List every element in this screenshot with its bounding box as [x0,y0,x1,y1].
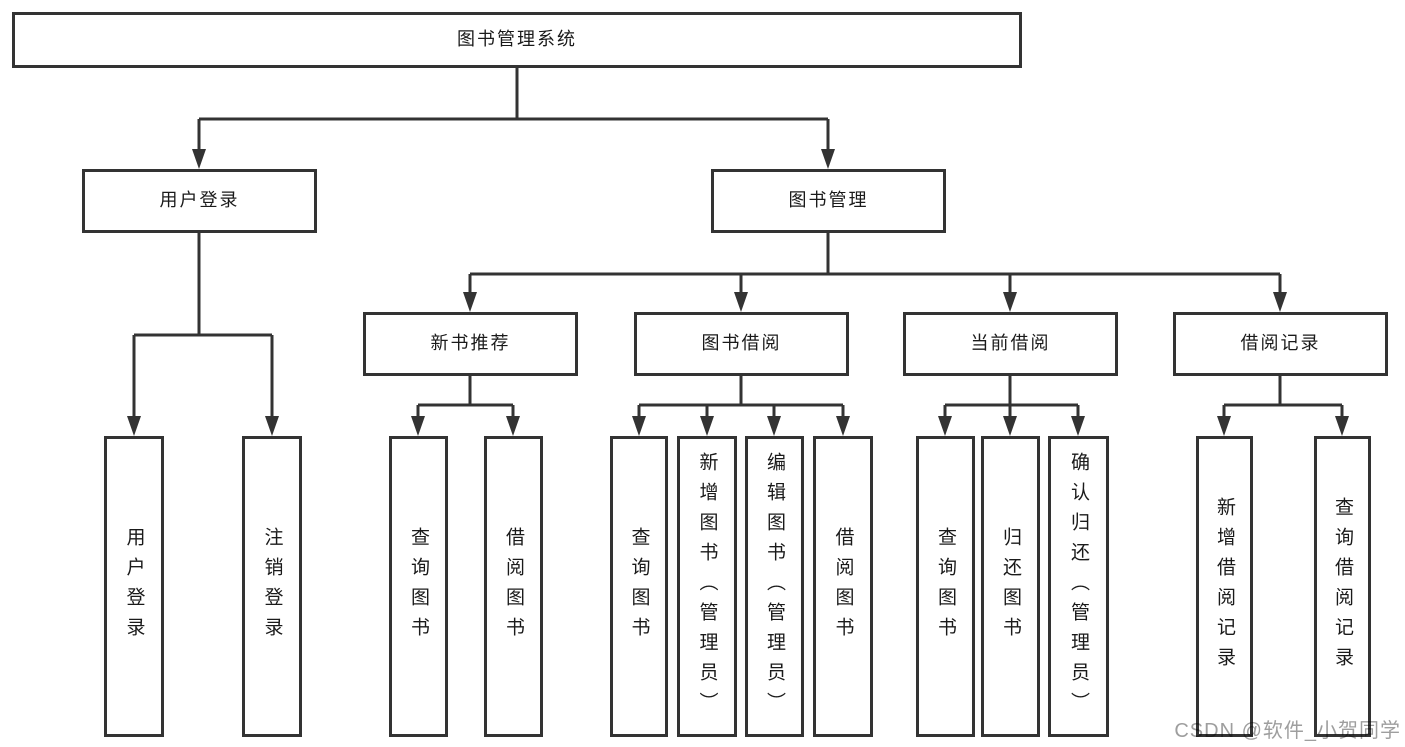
arrowhead-icon [1273,292,1287,312]
leaf-borrow-query-books: 查询图书 [610,436,668,737]
leaf-query-borrow-record: 查询借阅记录 [1314,436,1371,737]
connector-root [197,68,830,151]
csdn-watermark: CSDN @软件_小贺同学 [1174,720,1401,742]
leaf-confirm-return-admin: 确认归还（管理员） [1048,436,1109,737]
node-current-borrow: 当前借阅 [903,312,1118,376]
node-borrow-records: 借阅记录 [1173,312,1388,376]
node-book-borrow: 图书借阅 [634,312,849,376]
leaf-borrow-books: 借阅图书 [813,436,873,737]
connector-current-borrow [943,376,1080,418]
arrowhead-icon [767,416,781,436]
arrowhead-icon [821,149,835,169]
arrowhead-icon [463,292,477,312]
arrowhead-icon [265,416,279,436]
connector-book-management [468,233,1282,294]
leaf-newbook-query-books: 查询图书 [389,436,448,737]
arrowhead-icon [506,416,520,436]
leaf-return-books: 归还图书 [981,436,1040,737]
arrowhead-icon [938,416,952,436]
node-user-login: 用户登录 [82,169,317,233]
arrowhead-icon [192,149,206,169]
arrowhead-icon [127,416,141,436]
arrowhead-icon [1335,416,1349,436]
node-book-management: 图书管理 [711,169,946,233]
connector-user-login [132,233,274,418]
leaf-edit-books-admin: 编辑图书（管理员） [745,436,804,737]
leaf-add-books-admin: 新增图书（管理员） [677,436,737,737]
node-root-system: 图书管理系统 [12,12,1022,68]
arrowhead-icon [1003,292,1017,312]
leaf-current-query-books: 查询图书 [916,436,975,737]
arrowhead-icon [1217,416,1231,436]
connector-borrow-records [1222,376,1344,418]
arrowhead-icon [411,416,425,436]
leaf-newbook-borrow-books: 借阅图书 [484,436,543,737]
connector-book-borrow [637,376,845,418]
arrowhead-icon [1003,416,1017,436]
arrowhead-icon [700,416,714,436]
leaf-add-borrow-record: 新增借阅记录 [1196,436,1253,737]
arrowhead-icon [836,416,850,436]
arrowhead-icon [632,416,646,436]
connector-new-book [416,376,515,418]
arrowhead-icon [1071,416,1085,436]
leaf-logout: 注销登录 [242,436,302,737]
node-new-book-recommend: 新书推荐 [363,312,578,376]
arrowhead-icon [734,292,748,312]
leaf-user-login: 用户登录 [104,436,164,737]
